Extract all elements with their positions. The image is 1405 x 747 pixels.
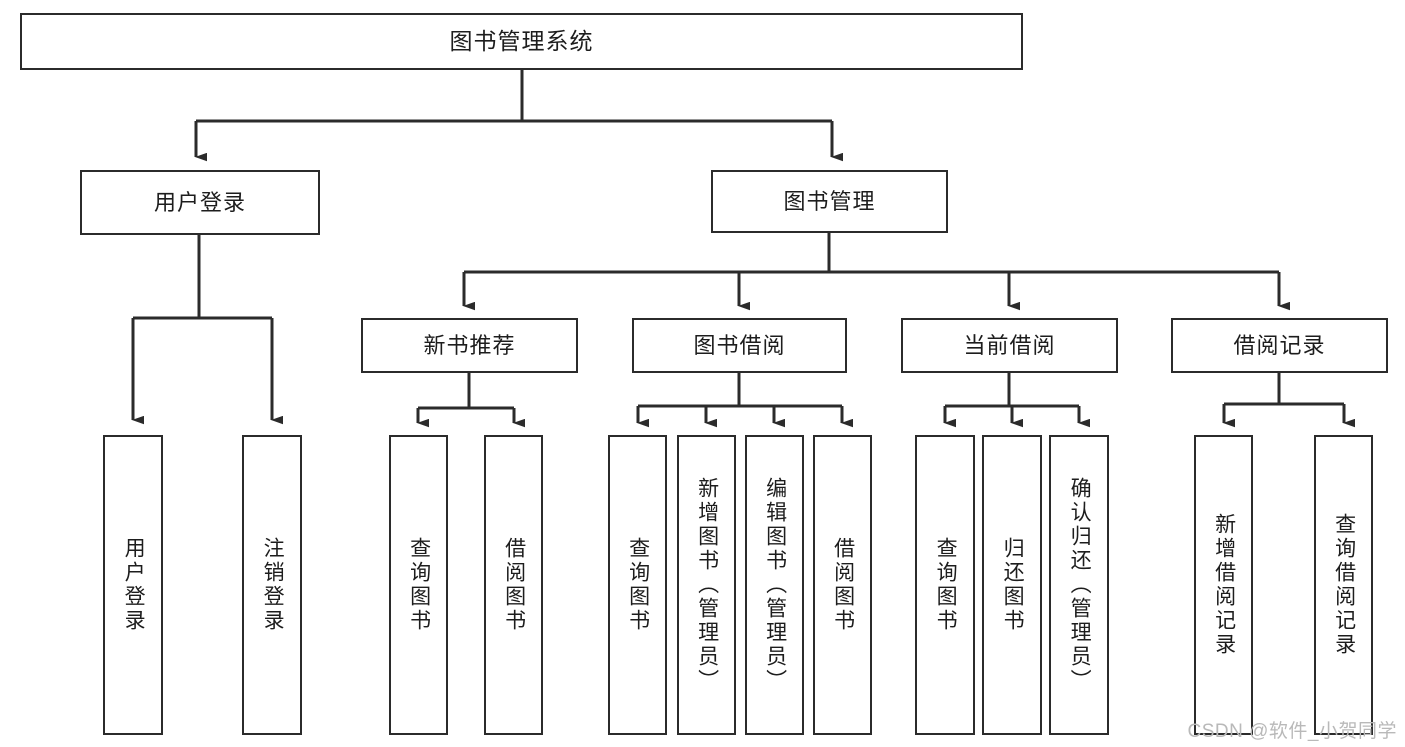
node-book-borrow[interactable]: 图书借阅 xyxy=(632,318,847,373)
leaf-add-book-label: 新增图书（管理员） xyxy=(695,477,719,693)
leaf-query-record-label: 查询借阅记录 xyxy=(1332,513,1356,657)
leaf-user-login[interactable]: 用户登录 xyxy=(103,435,163,735)
node-user-login-label: 用户登录 xyxy=(153,189,246,215)
node-current-borrow[interactable]: 当前借阅 xyxy=(901,318,1118,373)
node-book-manage-label: 图书管理 xyxy=(783,188,876,214)
node-root[interactable]: 图书管理系统 xyxy=(20,13,1023,70)
leaf-edit-book-label: 编辑图书（管理员） xyxy=(763,477,787,693)
node-root-label: 图书管理系统 xyxy=(449,28,594,55)
leaf-edit-book[interactable]: 编辑图书（管理员） xyxy=(745,435,804,735)
leaf-query-book-3-label: 查询图书 xyxy=(934,537,958,633)
leaf-borrow-book-1-label: 借阅图书 xyxy=(502,537,526,633)
leaf-borrow-book-2-label: 借阅图书 xyxy=(831,537,855,633)
leaf-return-book[interactable]: 归还图书 xyxy=(982,435,1042,735)
node-new-book-recommend[interactable]: 新书推荐 xyxy=(361,318,578,373)
leaf-add-record[interactable]: 新增借阅记录 xyxy=(1194,435,1253,735)
leaf-query-book-2[interactable]: 查询图书 xyxy=(608,435,667,735)
leaf-add-book[interactable]: 新增图书（管理员） xyxy=(677,435,736,735)
leaf-borrow-book-1[interactable]: 借阅图书 xyxy=(484,435,543,735)
leaf-query-book-2-label: 查询图书 xyxy=(626,537,650,633)
node-book-manage[interactable]: 图书管理 xyxy=(711,170,948,233)
leaf-confirm-return-label: 确认归还（管理员） xyxy=(1068,477,1092,693)
node-current-borrow-label: 当前借阅 xyxy=(963,332,1056,358)
leaf-query-book-1[interactable]: 查询图书 xyxy=(389,435,448,735)
leaf-query-record[interactable]: 查询借阅记录 xyxy=(1314,435,1373,735)
node-borrow-record[interactable]: 借阅记录 xyxy=(1171,318,1388,373)
leaf-add-record-label: 新增借阅记录 xyxy=(1212,513,1236,657)
node-new-book-recommend-label: 新书推荐 xyxy=(423,332,516,358)
node-book-borrow-label: 图书借阅 xyxy=(693,332,786,358)
watermark: CSDN @软件_小贺同学 xyxy=(1187,721,1397,742)
node-user-login[interactable]: 用户登录 xyxy=(80,170,320,235)
leaf-user-logout-label: 注销登录 xyxy=(261,537,285,633)
leaf-query-book-1-label: 查询图书 xyxy=(407,537,431,633)
leaf-query-book-3[interactable]: 查询图书 xyxy=(915,435,975,735)
leaf-return-book-label: 归还图书 xyxy=(1001,537,1025,633)
leaf-user-logout[interactable]: 注销登录 xyxy=(242,435,302,735)
node-borrow-record-label: 借阅记录 xyxy=(1233,332,1326,358)
leaf-confirm-return[interactable]: 确认归还（管理员） xyxy=(1049,435,1109,735)
leaf-borrow-book-2[interactable]: 借阅图书 xyxy=(813,435,872,735)
leaf-user-login-label: 用户登录 xyxy=(122,537,146,633)
